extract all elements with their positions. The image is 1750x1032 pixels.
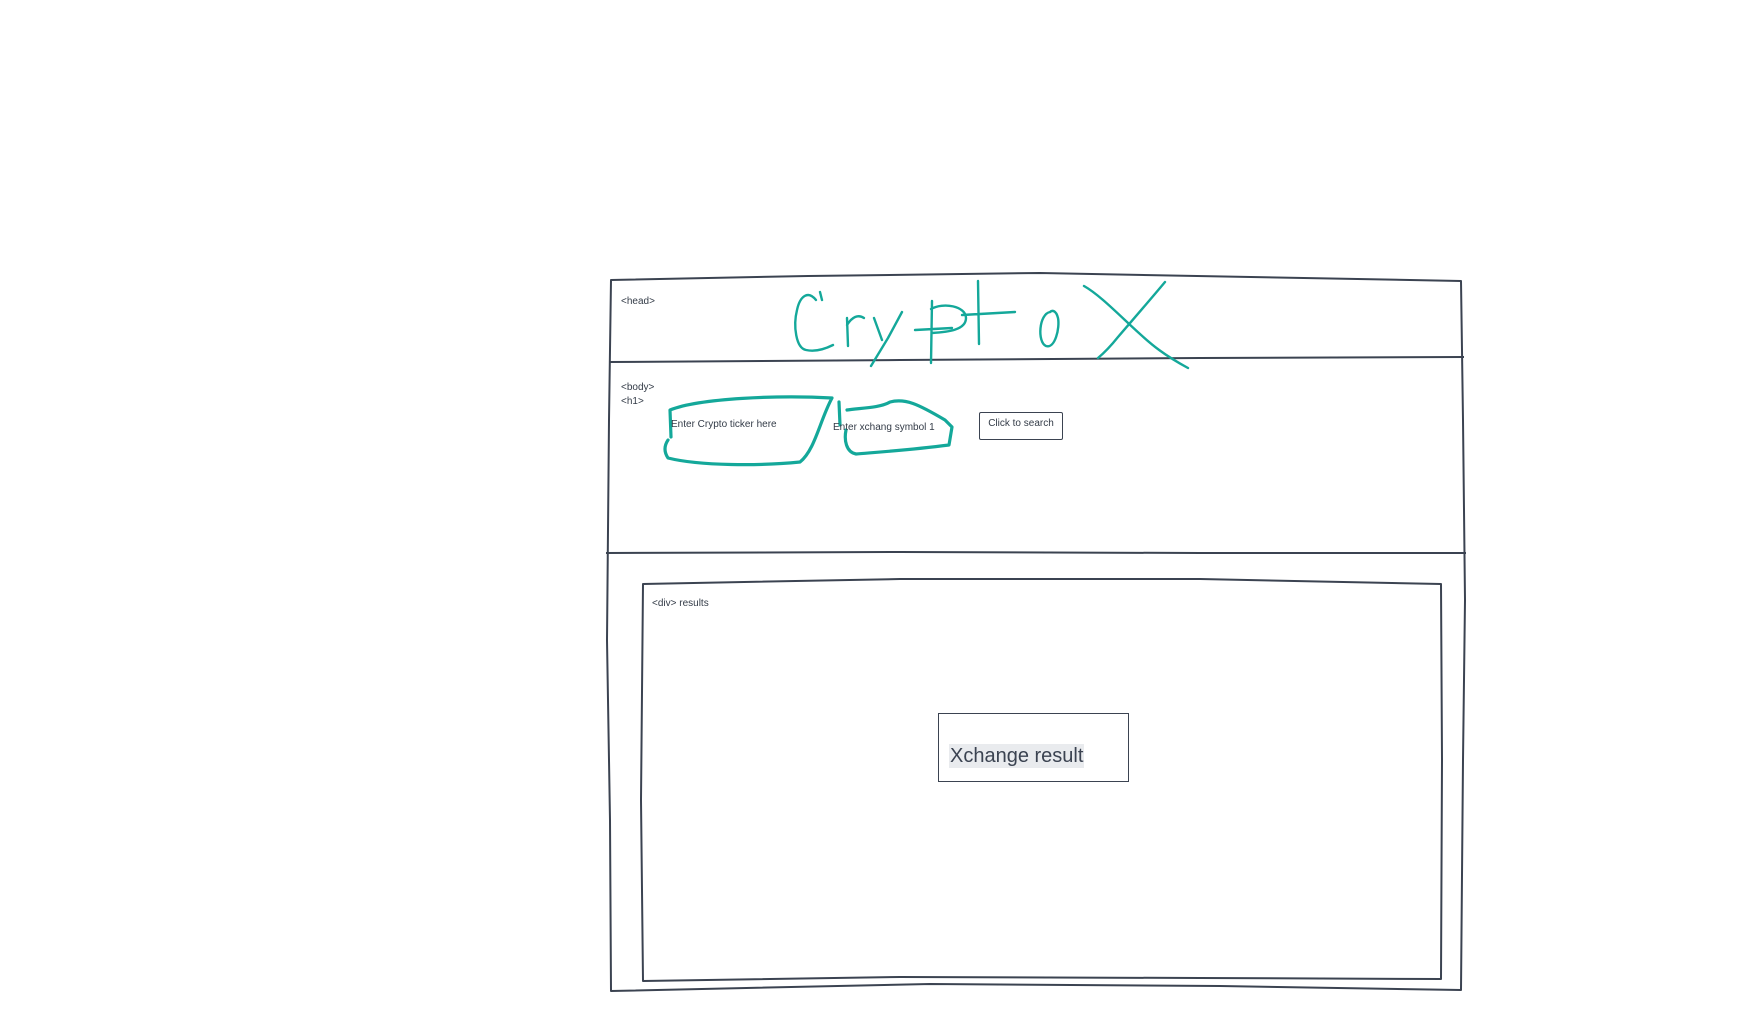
logo-letter-r xyxy=(845,315,866,348)
logo-letter-x xyxy=(1082,280,1190,370)
logo-letter-c xyxy=(794,293,835,352)
ticker-input-outline xyxy=(663,395,834,467)
xchange-symbol-input[interactable] xyxy=(833,419,941,435)
head-label: <head> xyxy=(621,296,655,307)
logo-letter-t xyxy=(960,279,1017,346)
results-div-label: <div> results xyxy=(652,598,709,609)
results-frame xyxy=(640,578,1443,982)
body-divider xyxy=(605,550,1466,554)
logo-letter-y xyxy=(869,310,904,368)
page-frame xyxy=(606,272,1466,992)
logo-letter-o xyxy=(1039,309,1060,348)
crypto-ticker-input[interactable] xyxy=(671,416,801,432)
h1-label: <h1> xyxy=(621,396,644,407)
xchange-result-box: Xchange result xyxy=(938,713,1129,782)
head-divider xyxy=(608,356,1465,363)
cryptox-logo xyxy=(794,279,1190,370)
search-button[interactable]: Click to search xyxy=(979,412,1063,440)
xchange-result-text: Xchange result xyxy=(949,744,1085,768)
logo-tick xyxy=(818,290,824,302)
logo-letter-p xyxy=(913,299,968,365)
body-label: <body> xyxy=(621,382,655,393)
